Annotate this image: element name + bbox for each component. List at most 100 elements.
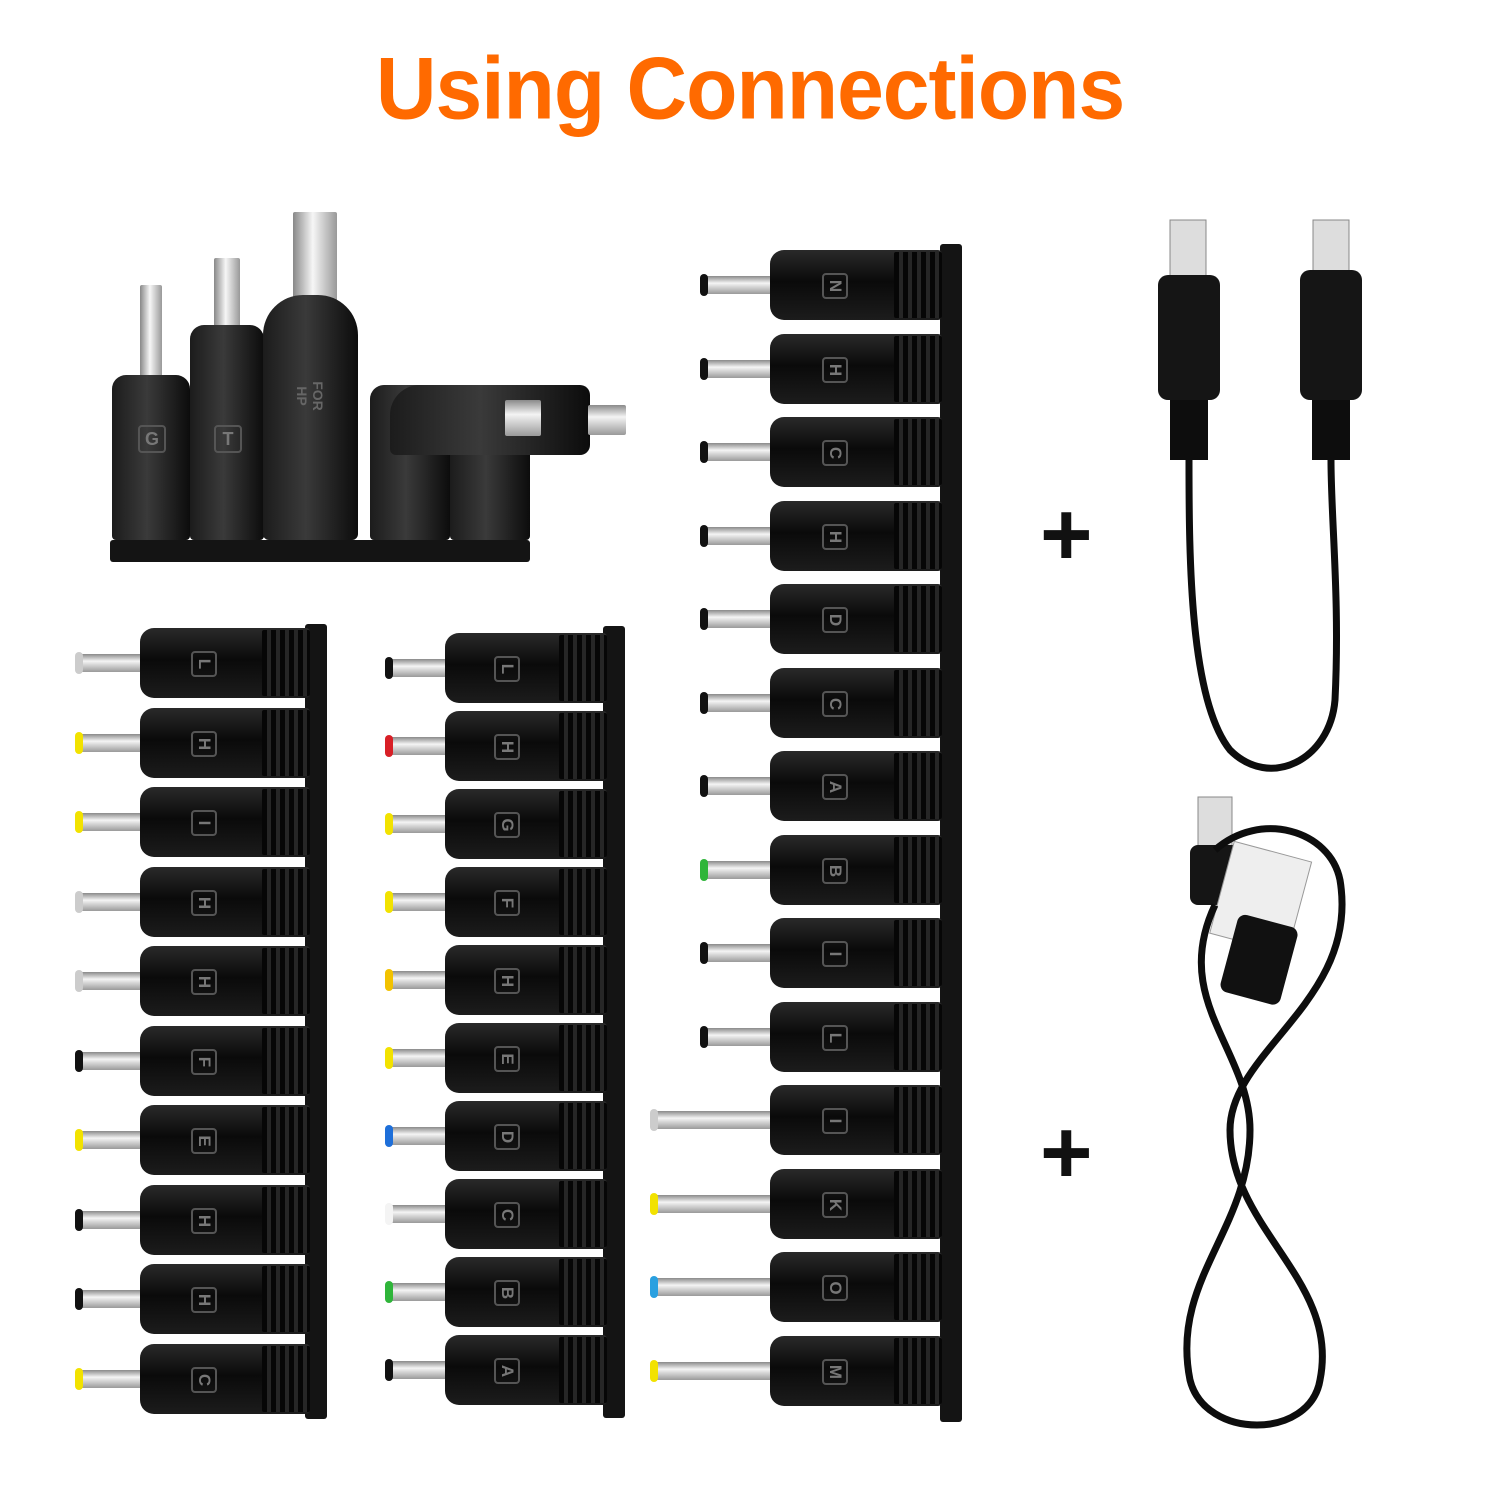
tip-grip	[559, 713, 607, 779]
tip-pin	[391, 1361, 451, 1379]
tip-color-ring	[650, 1276, 658, 1298]
connector-tip: C	[0, 667, 942, 738]
connector-tip: H	[0, 945, 607, 1015]
tip-body: H	[140, 707, 310, 778]
tip-body: C	[770, 667, 942, 738]
tip-grip	[559, 947, 607, 1013]
tip-color-ring	[75, 652, 83, 674]
tip-pin	[391, 1205, 451, 1223]
tip-color-ring	[700, 608, 708, 630]
connector-tip: O	[0, 1252, 942, 1322]
connector-tip: H	[0, 333, 942, 404]
tip-grip	[894, 1003, 942, 1070]
tip-pin	[81, 1369, 146, 1388]
connector-tip: D	[0, 1101, 607, 1171]
tip-grip	[262, 948, 310, 1014]
tip-grip	[559, 1259, 607, 1325]
connector-tip: L	[0, 1001, 942, 1072]
connector-tip: C	[0, 1179, 607, 1249]
tip-body: G	[445, 789, 607, 859]
tip-color-ring	[75, 1049, 83, 1072]
connector-tip: A	[0, 751, 942, 821]
tip-body: H	[140, 1184, 310, 1255]
tip-color-ring	[650, 1359, 658, 1382]
mounting-board	[305, 624, 327, 1419]
tip-grip	[559, 1181, 607, 1247]
tip-color-ring	[75, 1288, 83, 1310]
tip-color-ring	[385, 969, 393, 991]
tip-pin	[391, 893, 451, 911]
tip-grip	[262, 1266, 310, 1332]
tip-pin	[656, 1111, 776, 1129]
tip-pin	[81, 733, 146, 752]
tip-color-ring	[650, 1192, 658, 1215]
tip-body: F	[140, 1025, 310, 1096]
connector-tip	[112, 375, 190, 540]
connector-tip: M	[0, 1335, 942, 1406]
connector-tip: I	[0, 787, 310, 857]
tip-pin	[391, 1049, 451, 1067]
tip-pin	[706, 526, 776, 545]
tip-color-ring	[385, 1281, 393, 1303]
tip-grip	[894, 669, 942, 736]
tip-pin	[391, 971, 451, 989]
connector-tip: F	[0, 1025, 310, 1096]
tip-pin	[214, 258, 240, 328]
tip-body: D	[445, 1101, 607, 1171]
tip-color-ring	[385, 735, 393, 757]
tip-pin	[140, 285, 162, 377]
tip-grip	[894, 586, 942, 652]
tip-body: O	[770, 1252, 942, 1322]
tip-pin	[706, 693, 776, 712]
tip-pin	[706, 1027, 776, 1046]
tip-pin	[81, 1131, 146, 1149]
tip-color-ring	[75, 1208, 83, 1231]
connector-tip: L	[0, 633, 607, 703]
tip-grip	[894, 335, 942, 402]
tip-pin	[81, 1210, 146, 1229]
tip-color-ring	[75, 890, 83, 913]
tip-body: C	[445, 1179, 607, 1249]
tip-grip	[559, 1025, 607, 1091]
tip-grip	[894, 419, 942, 485]
connector-tip: H	[0, 707, 310, 778]
connector-tip	[190, 325, 264, 540]
tip-body: H	[140, 866, 310, 937]
connector-tip: H	[0, 946, 310, 1016]
connector-tip: H	[0, 866, 310, 937]
usb-adapter-arm	[390, 385, 590, 455]
tip-color-ring	[650, 1109, 658, 1131]
tip-body: A	[445, 1335, 607, 1405]
tip-pin	[391, 1127, 451, 1145]
tip-color-ring	[700, 691, 708, 714]
tip-grip	[559, 1103, 607, 1169]
connector-tip: A	[0, 1335, 607, 1405]
plus-sign-2: +	[1040, 1103, 1093, 1203]
tip-body: D	[770, 584, 942, 654]
tip-pin	[81, 892, 146, 911]
tip-color-ring	[385, 1125, 393, 1147]
tip-grip	[262, 630, 310, 696]
top-board	[110, 540, 530, 562]
tip-label: T	[214, 425, 242, 453]
tip-body: H	[770, 500, 942, 571]
tip-pin	[81, 972, 146, 990]
tip-grip	[894, 1254, 942, 1320]
tip-body: H	[445, 945, 607, 1015]
tip-grip	[262, 1107, 310, 1173]
tip-grip	[894, 1087, 942, 1153]
tip-grip	[894, 836, 942, 903]
tip-body: H	[140, 1264, 310, 1334]
tip-color-ring	[700, 441, 708, 463]
tip-color-ring	[385, 1047, 393, 1069]
tip-pin	[391, 1283, 451, 1301]
connector-tip: E	[0, 1023, 607, 1093]
connector-tip: N	[0, 250, 942, 320]
tip-color-ring	[385, 891, 393, 913]
tip-grip	[894, 753, 942, 819]
tip-pin	[391, 815, 451, 833]
tip-color-ring	[700, 1025, 708, 1048]
connector-tip: I	[0, 1085, 942, 1155]
